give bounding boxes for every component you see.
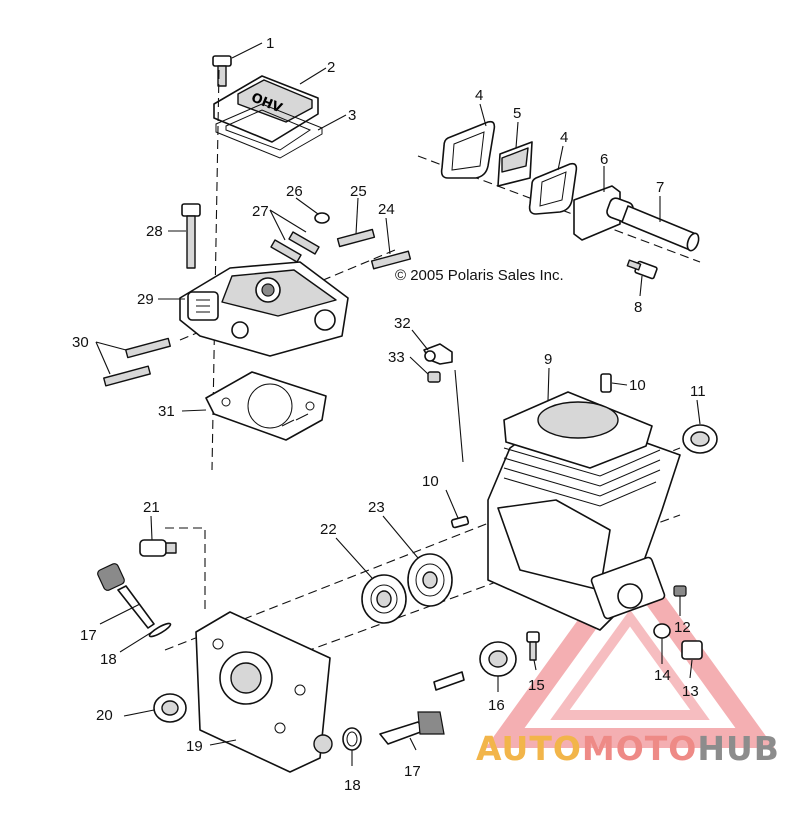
bolt-8	[626, 259, 658, 280]
valve-cover-2: OHV	[213, 75, 319, 143]
valves-27	[270, 231, 320, 263]
callout-27: 27	[252, 203, 269, 220]
oil-seal-11	[682, 424, 718, 454]
insulator-5	[497, 141, 533, 187]
bearing-23	[407, 553, 453, 607]
callout-15: 15	[528, 677, 545, 694]
watermark-wordmark: AUTOMOTOHUB	[476, 729, 780, 768]
dipstick-17a	[97, 563, 155, 629]
oil-seal-20	[153, 693, 187, 723]
bolt-1	[212, 55, 232, 87]
callout-10a: 10	[629, 377, 646, 394]
callout-10b: 10	[422, 473, 439, 490]
gear-16	[479, 641, 517, 677]
callout-23: 23	[368, 499, 385, 516]
callout-9: 9	[544, 351, 552, 368]
callout-31: 31	[158, 403, 175, 420]
callout-28: 28	[146, 223, 163, 240]
callout-24: 24	[378, 201, 395, 218]
leader-lines	[95, 42, 701, 766]
callout-33: 33	[388, 349, 405, 366]
callout-12: 12	[674, 619, 691, 636]
dowel-10a	[600, 373, 612, 393]
callout-22: 22	[320, 521, 337, 538]
callout-14: 14	[654, 667, 671, 684]
o-ring-18b	[342, 727, 362, 751]
callout-20: 20	[96, 707, 113, 724]
crankcase-cover-19	[195, 611, 333, 773]
dowel-10b	[450, 515, 470, 529]
pin-center	[433, 671, 465, 691]
bearing-22	[361, 574, 407, 624]
stud-25	[336, 228, 376, 248]
studs-30	[103, 337, 171, 387]
callout-25: 25	[350, 183, 367, 200]
callout-32: 32	[394, 315, 411, 332]
callout-4a: 4	[475, 87, 483, 104]
copyright-notice: © 2005 Polaris Sales Inc.	[395, 267, 564, 284]
callout-19: 19	[186, 738, 203, 755]
callouts: 1 2 3 4 5 4 6 7 8 26 25 24 27 28 29 30 3…	[72, 35, 706, 794]
watermark-triangle-inner	[550, 609, 710, 720]
gasket-4a	[440, 120, 496, 179]
callout-6: 6	[600, 151, 608, 168]
callout-18a: 18	[100, 651, 117, 668]
callout-11: 11	[690, 383, 706, 400]
watermark-auto: AUTO	[476, 729, 582, 768]
intake-pipe-6	[573, 185, 634, 241]
callout-7: 7	[656, 179, 664, 196]
bolt-28	[181, 203, 201, 269]
crankcase-9	[487, 391, 681, 631]
callout-2: 2	[327, 59, 335, 76]
callout-5: 5	[513, 105, 521, 122]
cap-26	[314, 212, 330, 224]
o-ring-18a	[148, 622, 172, 638]
callout-18b: 18	[344, 777, 361, 794]
callout-16: 16	[488, 697, 505, 714]
gasket-3	[215, 103, 323, 159]
plug-13	[681, 640, 703, 660]
head-gasket-31	[205, 371, 327, 441]
stud-24	[370, 250, 412, 270]
shaft-15	[526, 631, 540, 661]
callout-29: 29	[137, 291, 154, 308]
callout-17a: 17	[80, 627, 97, 644]
plug-21	[139, 539, 177, 557]
svg-text:AUTOMOTOHUB: AUTOMOTOHUB	[476, 729, 780, 768]
callout-26: 26	[286, 183, 303, 200]
watermark-hub: HUB	[697, 729, 780, 768]
fitting-33	[427, 371, 441, 383]
washer-14	[653, 623, 671, 639]
cylinder-head-29	[179, 261, 349, 357]
callout-3: 3	[348, 107, 356, 124]
callout-21: 21	[143, 499, 160, 516]
callout-13: 13	[682, 683, 699, 700]
watermark-moto: MOTO	[582, 729, 697, 768]
nut-12	[673, 585, 687, 597]
oil-filler-17b	[379, 711, 445, 745]
callout-8: 8	[634, 299, 642, 316]
gasket-4b	[528, 162, 578, 215]
callout-4b: 4	[560, 129, 568, 146]
elbow-32	[423, 343, 453, 365]
callout-30: 30	[72, 334, 89, 351]
callout-1: 1	[266, 35, 274, 52]
tube-7	[621, 205, 700, 252]
callout-17b: 17	[404, 763, 421, 780]
